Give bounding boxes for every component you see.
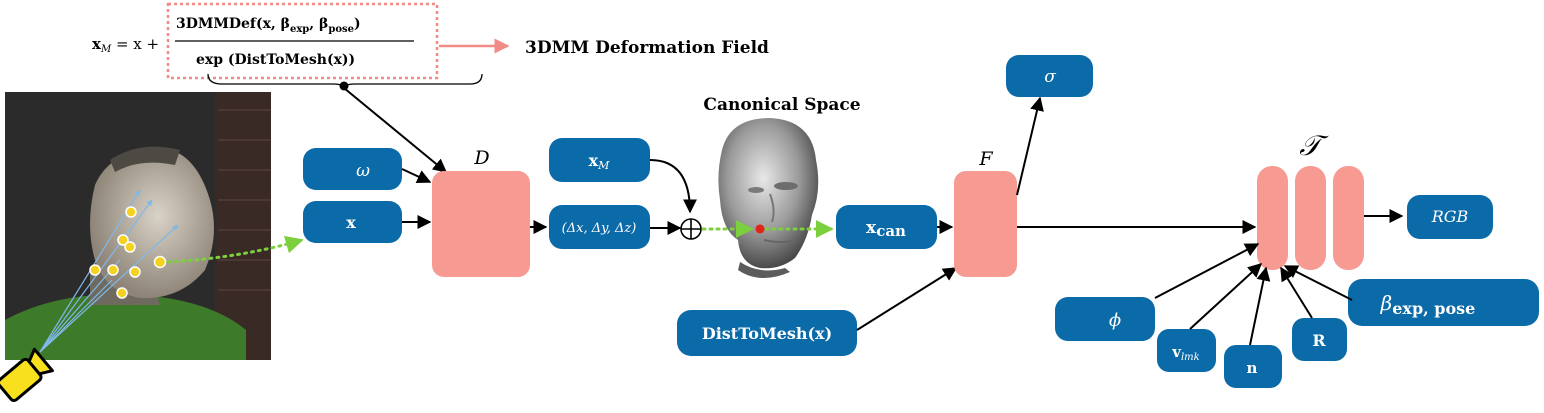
- R-node: R: [1292, 318, 1347, 361]
- D-label: D: [473, 147, 489, 169]
- phi-label: ϕ: [1109, 310, 1121, 331]
- sample-ray: [166, 235, 304, 264]
- rgb-label: RGB: [1431, 207, 1469, 226]
- F-network: F: [954, 148, 1017, 277]
- F-label: F: [978, 148, 993, 170]
- equation: xM = x + 3DMMDef(x, βexp, βpose) exp (Di…: [92, 2, 483, 91]
- T-network: 𝒯: [1257, 129, 1364, 270]
- xM-to-oplus: [649, 159, 697, 214]
- n-to-T: [1249, 266, 1271, 346]
- deformation-field-label: 3DMM Deformation Field: [525, 38, 769, 58]
- xcan-node: xcan: [836, 205, 937, 249]
- brace-dot: [339, 81, 349, 91]
- vlmk-node: vlmk: [1157, 329, 1216, 372]
- n-node: n: [1224, 345, 1282, 388]
- omega-node: ω: [303, 148, 402, 190]
- vlmk-to-T: [1189, 263, 1263, 330]
- equation-denominator: exp (DistToMesh(x)): [196, 52, 355, 68]
- camera-icon: [0, 347, 54, 402]
- n-label: n: [1247, 359, 1258, 377]
- beta-to-T: [1283, 265, 1353, 301]
- omega-to-D: [401, 168, 432, 184]
- beta-node: βexp, pose: [1348, 279, 1539, 326]
- input-photo: [5, 92, 271, 360]
- canonical-space-label: Canonical Space: [703, 95, 860, 115]
- dist-to-mesh-node: DistToMesh(x): [677, 310, 857, 356]
- sigma-label: σ: [1044, 67, 1056, 87]
- phi-to-T: [1154, 243, 1260, 299]
- vlmk-label: vlmk: [1171, 343, 1199, 363]
- delta-label: (Δx, Δy, Δz): [562, 221, 637, 236]
- dist-to-mesh-label: DistToMesh(x): [702, 324, 832, 343]
- canonical-point: [755, 224, 765, 234]
- delta-node: (Δx, Δy, Δz): [549, 205, 650, 249]
- T-label: 𝒯: [1299, 129, 1329, 162]
- equation-numerator: 3DMMDef(x, βexp, βpose): [176, 16, 361, 35]
- dashed-highlight-box: [166, 2, 439, 80]
- sigma-node: σ: [1006, 55, 1093, 97]
- xM-node: xM: [549, 138, 650, 182]
- equation-lhs: xM = x +: [92, 35, 159, 55]
- R-to-T: [1280, 266, 1313, 319]
- D-network: D: [432, 147, 530, 277]
- beta-label: βexp, pose: [1380, 291, 1476, 318]
- x-label: x: [346, 213, 356, 232]
- brace-to-D: [343, 87, 448, 173]
- oplus-symbol: [680, 218, 702, 240]
- phi-node: ϕ: [1055, 297, 1155, 341]
- omega-label: ω: [356, 161, 370, 181]
- R-label: R: [1312, 331, 1326, 350]
- dist-to-F: [856, 267, 958, 331]
- F-to-sigma: [1016, 96, 1044, 196]
- xcan-label: xcan: [866, 218, 906, 240]
- canonical-head: [718, 118, 819, 279]
- xM-label: xM: [589, 151, 611, 172]
- x-node: x: [303, 201, 402, 243]
- rgb-node: RGB: [1407, 195, 1493, 239]
